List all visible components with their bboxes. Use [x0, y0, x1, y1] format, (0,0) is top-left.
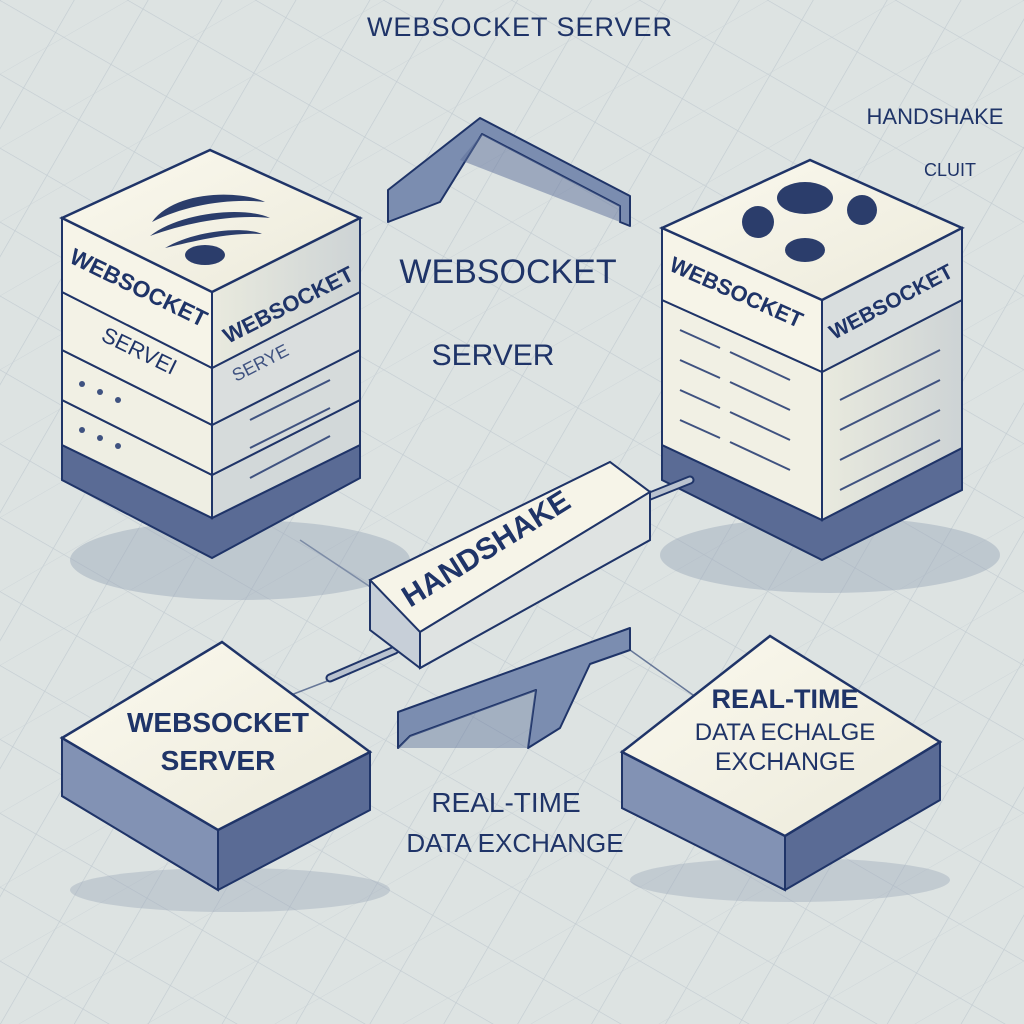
center-label-line2: SERVER: [432, 339, 555, 372]
bottom-left-box-line1: WEBSOCKET: [127, 707, 309, 738]
handshake-connector: [325, 460, 695, 683]
corner-label-line2: CLUIT: [924, 160, 976, 180]
bottom-left-box: [59, 640, 390, 912]
back-arrow-top: [387, 117, 631, 227]
bottom-right-box-line1: REAL-TIME: [712, 684, 859, 714]
bottom-center-label-line2: DATA EXCHANGE: [406, 828, 623, 858]
bottom-center-label-line1: REAL-TIME: [431, 787, 580, 818]
bottom-right-box-line3: EXCHANGE: [715, 748, 855, 776]
corner-label: HANDSHAKE CLUIT: [867, 104, 1004, 180]
top-title: WEBSOCKET SERVER: [367, 12, 673, 42]
bottom-left-box-line2: SERVER: [161, 745, 276, 776]
bottom-right-box: [619, 634, 950, 902]
exchange-arrow-bottom: [397, 627, 631, 749]
bottom-right-box-line2: DATA ECHALGE: [695, 719, 876, 746]
left-server: [59, 148, 410, 600]
right-server: [658, 158, 1000, 593]
right-server-logo-icon: [742, 182, 877, 262]
corner-label-line1: HANDSHAKE: [867, 104, 1004, 129]
left-server-logo-icon: [150, 194, 270, 265]
center-label: WEBSOCKET SERVER: [399, 253, 616, 372]
center-label-line1: WEBSOCKET: [399, 253, 616, 291]
